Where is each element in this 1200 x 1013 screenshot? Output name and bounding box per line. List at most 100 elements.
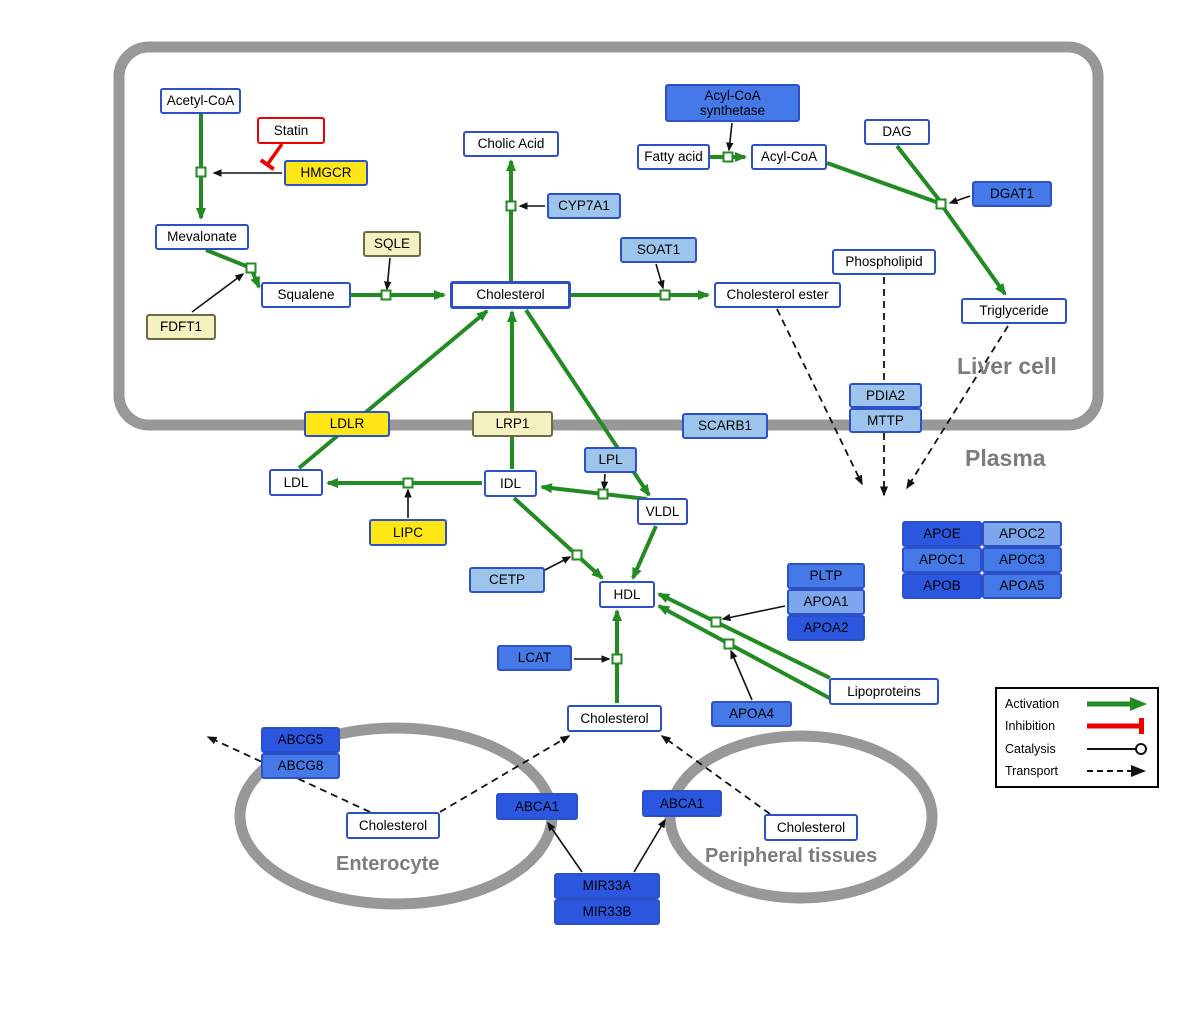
abcg5-node[interactable]: ABCG5 [261, 727, 340, 753]
edge-vldl-to-hdl [631, 525, 658, 580]
squalene-node[interactable]: Squalene [261, 282, 351, 308]
edge-dgat-junction-to-triglyceride [941, 205, 1007, 296]
transport-dashed-arrow-icon [1087, 764, 1146, 777]
apoa5-node[interactable]: APOA5 [982, 573, 1062, 599]
acyl-coa-synthetase-node[interactable]: Acyl-CoA synthetase [665, 84, 800, 122]
cetp-node[interactable]: CETP [469, 567, 545, 593]
mttp-node[interactable]: MTTP [849, 408, 922, 433]
legend-label-transport: Transport [1005, 763, 1059, 778]
abca1-peripheral-node[interactable]: ABCA1 [642, 790, 722, 817]
dgat1-node[interactable]: DGAT1 [972, 181, 1052, 207]
apob-node[interactable]: APOB [902, 573, 982, 599]
plasma-label: Plasma [965, 445, 1046, 471]
edge-vldl-to-idl [540, 483, 648, 501]
edge-soat1-catalysis [655, 263, 665, 290]
triglyceride-node[interactable]: Triglyceride [961, 298, 1067, 324]
lrp1-node[interactable]: LRP1 [472, 411, 553, 437]
cholesterol-liver-node[interactable]: Cholesterol [450, 281, 571, 309]
pltp-node[interactable]: PLTP [787, 563, 865, 589]
cyp7a1-node[interactable]: CYP7A1 [547, 193, 621, 219]
cholesterol-plasma-node[interactable]: Cholesterol [567, 705, 662, 732]
edge-statin-inhibits-hmgcr [259, 142, 284, 171]
legend-label-catalysis: Catalysis [1005, 741, 1056, 756]
sqle-node[interactable]: SQLE [363, 231, 421, 257]
edge-lipoproteins-to-hdl-lower [657, 604, 834, 702]
process-node-layer [195, 151, 947, 665]
legend-row-inhibition: Inhibition [1005, 716, 1149, 736]
process-node-10 [611, 653, 623, 665]
process-node-8 [597, 488, 609, 500]
hdl-node[interactable]: HDL [599, 581, 655, 608]
enterocyte-label: Enterocyte [336, 853, 440, 875]
fdft1-node[interactable]: FDFT1 [146, 314, 216, 340]
process-node-11 [710, 616, 722, 628]
abca1-enterocyte-node[interactable]: ABCA1 [496, 793, 578, 820]
legend-row-catalysis: Catalysis [1005, 739, 1149, 759]
edge-mir33-to-abca1-right [633, 818, 666, 873]
mevalonate-node[interactable]: Mevalonate [155, 224, 249, 250]
phospholipid-node[interactable]: Phospholipid [832, 249, 936, 275]
soat1-node[interactable]: SOAT1 [620, 237, 697, 263]
idl-node[interactable]: IDL [484, 470, 537, 497]
process-node-0 [195, 166, 207, 178]
cholesterol-ester-node[interactable]: Cholesterol ester [714, 282, 841, 308]
lipoproteins-node[interactable]: Lipoproteins [829, 678, 939, 705]
edge-mir33-to-abca1-left [547, 821, 583, 873]
liver-cell-membrane [113, 41, 1104, 431]
process-node-9 [571, 549, 583, 561]
activation-arrow-icon [1087, 697, 1147, 711]
cholesterol-enterocyte-node[interactable]: Cholesterol [346, 812, 440, 839]
lpl-node[interactable]: LPL [584, 447, 637, 473]
apoe-node[interactable]: APOE [902, 521, 982, 547]
abcg8-node[interactable]: ABCG8 [261, 753, 340, 779]
legend-label-activation: Activation [1005, 697, 1060, 711]
edge-acyl-coa-to-dgat-junction [826, 161, 940, 205]
scarb1-node[interactable]: SCARB1 [682, 413, 768, 439]
cholesterol-peripheral-node[interactable]: Cholesterol [764, 814, 858, 841]
edge-dgat1-catalysis [948, 195, 971, 205]
edge-fdft1-catalysis [191, 273, 245, 313]
cholic-acid-node[interactable]: Cholic Acid [463, 131, 559, 157]
hmgcr-node[interactable]: HMGCR [284, 160, 368, 186]
edge-dag-to-dgat-junction [895, 144, 942, 203]
catalysis-circle-icon [1087, 742, 1147, 755]
mir33b-node[interactable]: MIR33B [554, 899, 660, 925]
apoc3-node[interactable]: APOC3 [982, 547, 1062, 573]
edge-idl-to-hdl [512, 496, 604, 580]
mir33a-node[interactable]: MIR33A [554, 873, 660, 899]
process-node-12 [723, 638, 735, 650]
statin-node[interactable]: Statin [257, 117, 325, 144]
apoc2-node[interactable]: APOC2 [982, 521, 1062, 547]
acetyl-coa-node[interactable]: Acetyl-CoA [160, 88, 241, 114]
apoa1-node[interactable]: APOA1 [787, 589, 865, 615]
legend-row-transport: Transport [1005, 761, 1149, 781]
edge-ldl-to-cholesterol-via-ldlr [297, 309, 489, 470]
acyl-coa-node[interactable]: Acyl-CoA [751, 144, 827, 170]
lipc-node[interactable]: LIPC [369, 519, 447, 546]
fatty-acid-node[interactable]: Fatty acid [637, 144, 710, 170]
lcat-node[interactable]: LCAT [497, 645, 572, 671]
edge-lpl-catalysis [600, 473, 609, 491]
apoa4-node[interactable]: APOA4 [711, 701, 792, 727]
process-node-7 [402, 477, 414, 489]
edge-triglyceride-transport-to-mttp [906, 325, 1009, 490]
edge-enterocyte-cholesterol-to-plasma [439, 735, 571, 813]
edge-apoa1-catalysis [721, 605, 786, 622]
dag-node[interactable]: DAG [864, 119, 930, 145]
ldlr-node[interactable]: LDLR [304, 411, 390, 437]
edge-apoa4-catalysis [730, 649, 753, 701]
pdia2-node[interactable]: PDIA2 [849, 383, 922, 408]
vldl-node[interactable]: VLDL [637, 498, 688, 525]
legend: Activation Inhibition Catalysis Transpor… [995, 687, 1159, 788]
apoa2-node[interactable]: APOA2 [787, 615, 865, 641]
edge-lipoproteins-to-hdl-upper [657, 592, 831, 680]
apoc1-node[interactable]: APOC1 [902, 547, 982, 573]
edge-peripheral-cholesterol-to-plasma [660, 735, 771, 815]
edge-cetp-catalysis [540, 556, 572, 573]
ldl-node[interactable]: LDL [269, 469, 323, 496]
edge-sqle-catalysis [383, 257, 392, 291]
peripheral-tissues-label: Peripheral tissues [705, 845, 878, 867]
